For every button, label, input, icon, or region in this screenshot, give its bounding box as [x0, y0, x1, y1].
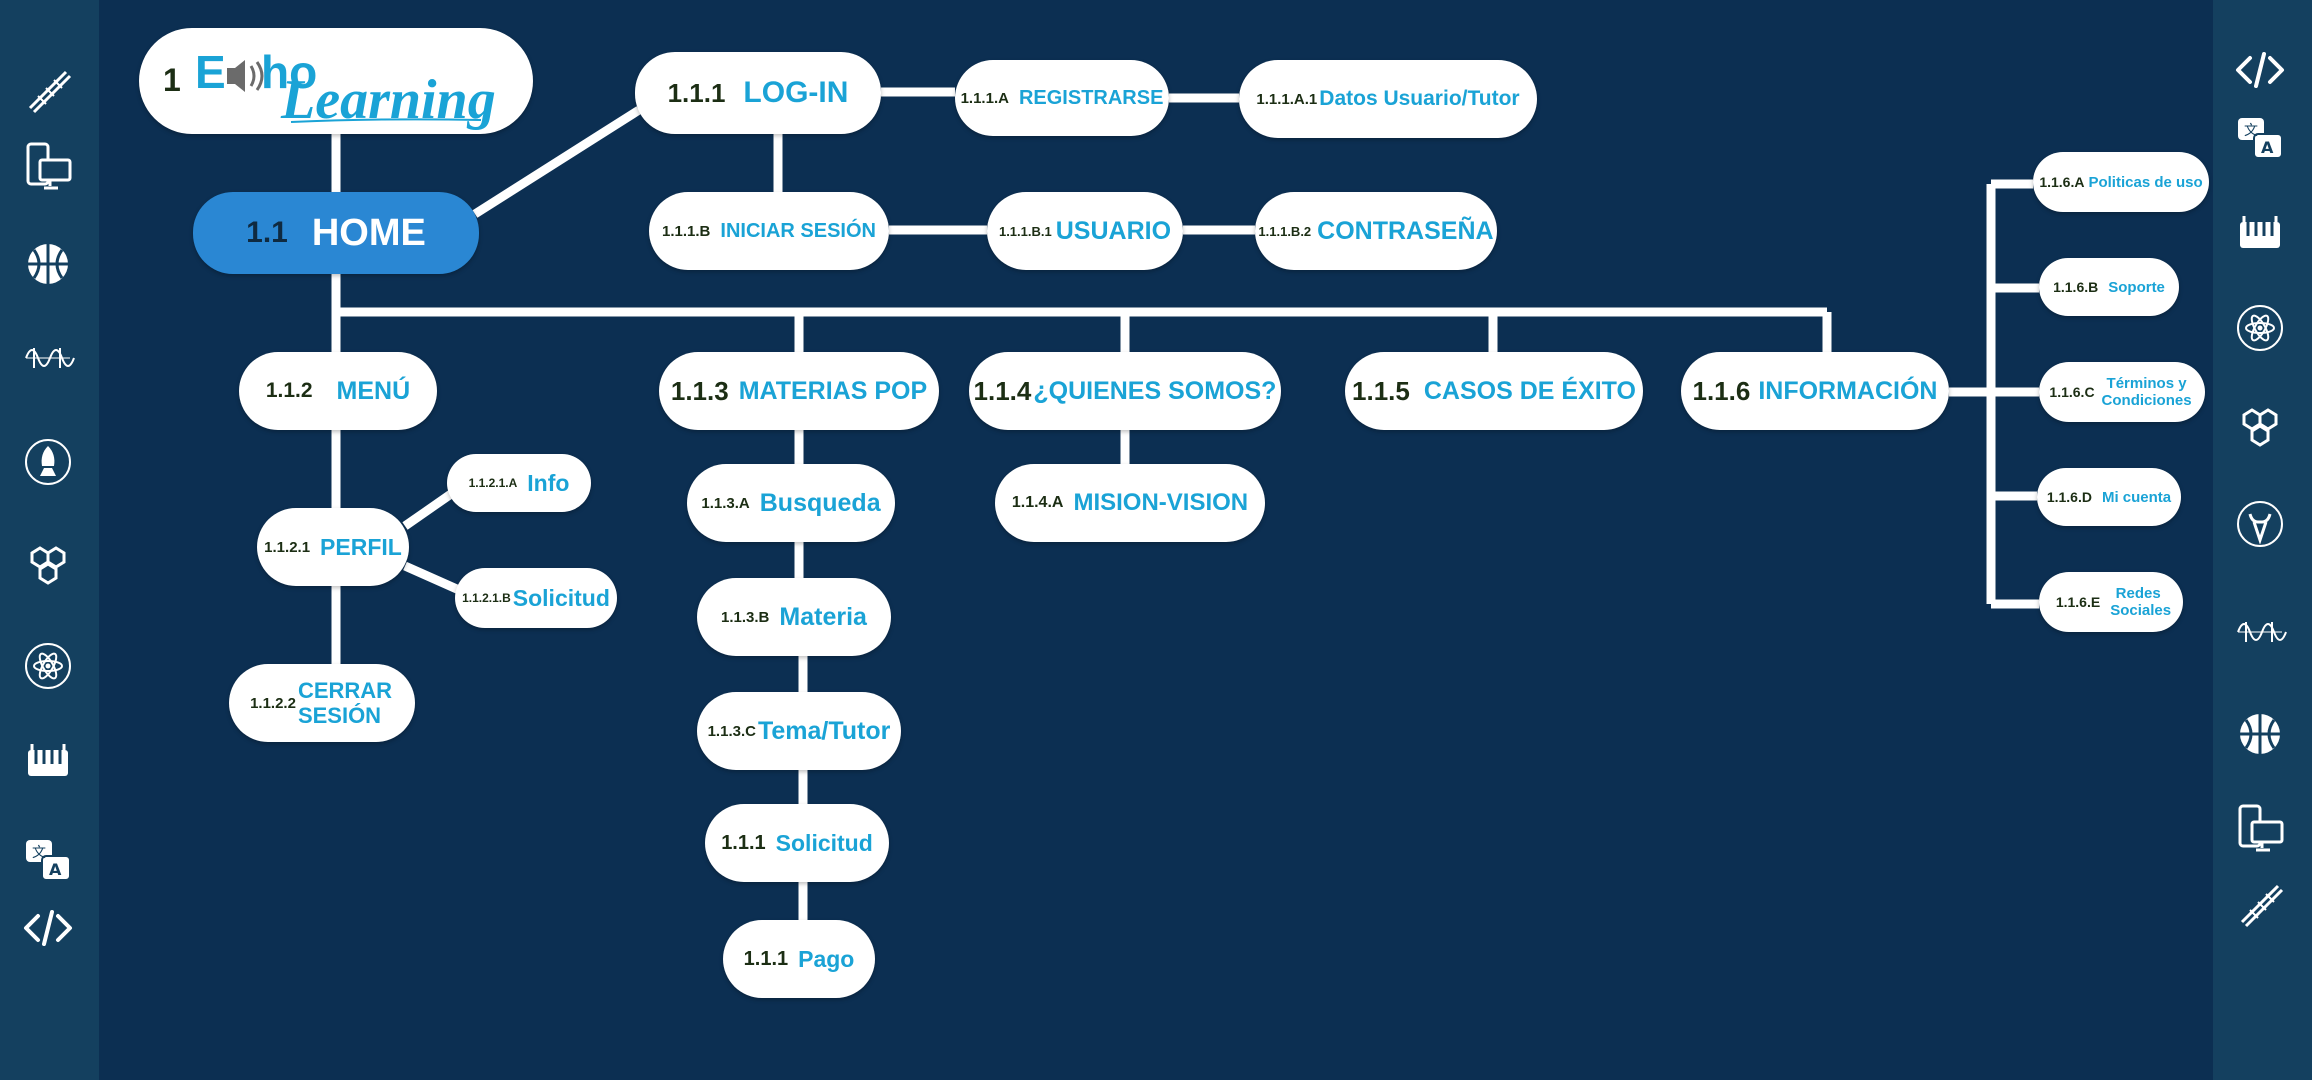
svg-text:E: E [195, 46, 226, 98]
node-politicas-de-uso[interactable]: 1.1.6.A Politicas de uso [2033, 152, 2209, 212]
svg-text:A: A [2261, 138, 2274, 157]
svg-text:A: A [49, 860, 62, 879]
logo-number: 1 [163, 62, 181, 98]
node-registrarse[interactable]: 1.1.1.A REGISTRARSE [955, 60, 1169, 136]
node-menu[interactable]: 1.1.2 MENÚ [239, 352, 437, 430]
hexagons-icon [20, 538, 76, 594]
node-solicitud-perfil[interactable]: 1.1.2.1.B Solicitud [455, 568, 617, 628]
node-tema-tutor[interactable]: 1.1.3.C Tema/Tutor [697, 692, 901, 770]
echolearning-logo: 1 E ho Learning [139, 28, 533, 134]
svg-text:文: 文 [2244, 123, 2258, 139]
node-quienes-somos[interactable]: 1.1.4 ¿QUIENES SOMOS? [969, 352, 1281, 430]
piano-icon [20, 734, 76, 790]
node-solicitud-materia[interactable]: 1.1.1 Solicitud [705, 804, 889, 882]
node-mi-cuenta[interactable]: 1.1.6.D Mi cuenta [2037, 468, 2181, 526]
node-perfil[interactable]: 1.1.2.1 PERFIL [257, 508, 409, 586]
code-icon [20, 900, 76, 956]
node-terminos-y-condiciones[interactable]: 1.1.6.C Términos y Condiciones [2039, 362, 2205, 422]
atom-icon [2232, 300, 2288, 356]
node-materias-pop[interactable]: 1.1.3 MATERIAS POP [659, 352, 939, 430]
atom-icon [20, 638, 76, 694]
node-iniciar-sesion[interactable]: 1.1.1.B INICIAR SESIÓN [649, 192, 889, 270]
basketball-icon [2232, 706, 2288, 762]
node-casos-de-exito[interactable]: 1.1.5 CASOS DE ÉXITO [1345, 352, 1643, 430]
devices-icon [20, 138, 76, 194]
connector-lines [331, 87, 2039, 920]
node-cerrar-sesion[interactable]: 1.1.2.2 CERRAR SESIÓN [229, 664, 415, 742]
node-usuario[interactable]: 1.1.1.B.1 USUARIO [987, 192, 1183, 270]
node-login[interactable]: 1.1.1 LOG-IN [635, 52, 881, 134]
node-materia[interactable]: 1.1.3.B Materia [697, 578, 891, 656]
rocket-icon [20, 434, 76, 490]
node-info[interactable]: 1.1.2.1.A Info [447, 454, 591, 512]
node-contrasena[interactable]: 1.1.1.B.2 CONTRASEÑA [1255, 192, 1497, 270]
devices-icon [2232, 800, 2288, 856]
node-mision-vision[interactable]: 1.1.4.A MISION-VISION [995, 464, 1265, 542]
sitemap-diagram: 1 E ho Learning 1.1 HOME 1.1.1 LOG-IN 1.… [99, 0, 2213, 1080]
svg-text:文: 文 [32, 845, 46, 861]
node-busqueda[interactable]: 1.1.3.A Busqueda [687, 464, 895, 542]
connector-line [402, 490, 454, 530]
connector-line [472, 106, 642, 218]
node-redes-sociales[interactable]: 1.1.6.E Redes Sociales [2039, 572, 2183, 632]
hexagons-icon [2232, 400, 2288, 456]
wave-icon [2232, 604, 2288, 660]
dna-icon [20, 62, 76, 118]
code-icon [2232, 42, 2288, 98]
dna-icon [2232, 876, 2288, 932]
node-soporte[interactable]: 1.1.6.B Soporte [2039, 258, 2179, 316]
connector-line [403, 561, 461, 595]
node-informacion[interactable]: 1.1.6 INFORMACIÓN [1681, 352, 1949, 430]
node-home[interactable]: 1.1 HOME [193, 192, 479, 274]
piano-icon [2232, 206, 2288, 262]
bull-icon [2232, 496, 2288, 552]
node-datos-usuario-tutor[interactable]: 1.1.1.A.1 Datos Usuario/Tutor [1239, 60, 1537, 138]
wave-icon [20, 330, 76, 386]
logo-wordmark: E ho Learning [195, 46, 496, 131]
node-pago[interactable]: 1.1.1 Pago [723, 920, 875, 998]
svg-text:ho: ho [261, 46, 317, 98]
basketball-icon [20, 236, 76, 292]
